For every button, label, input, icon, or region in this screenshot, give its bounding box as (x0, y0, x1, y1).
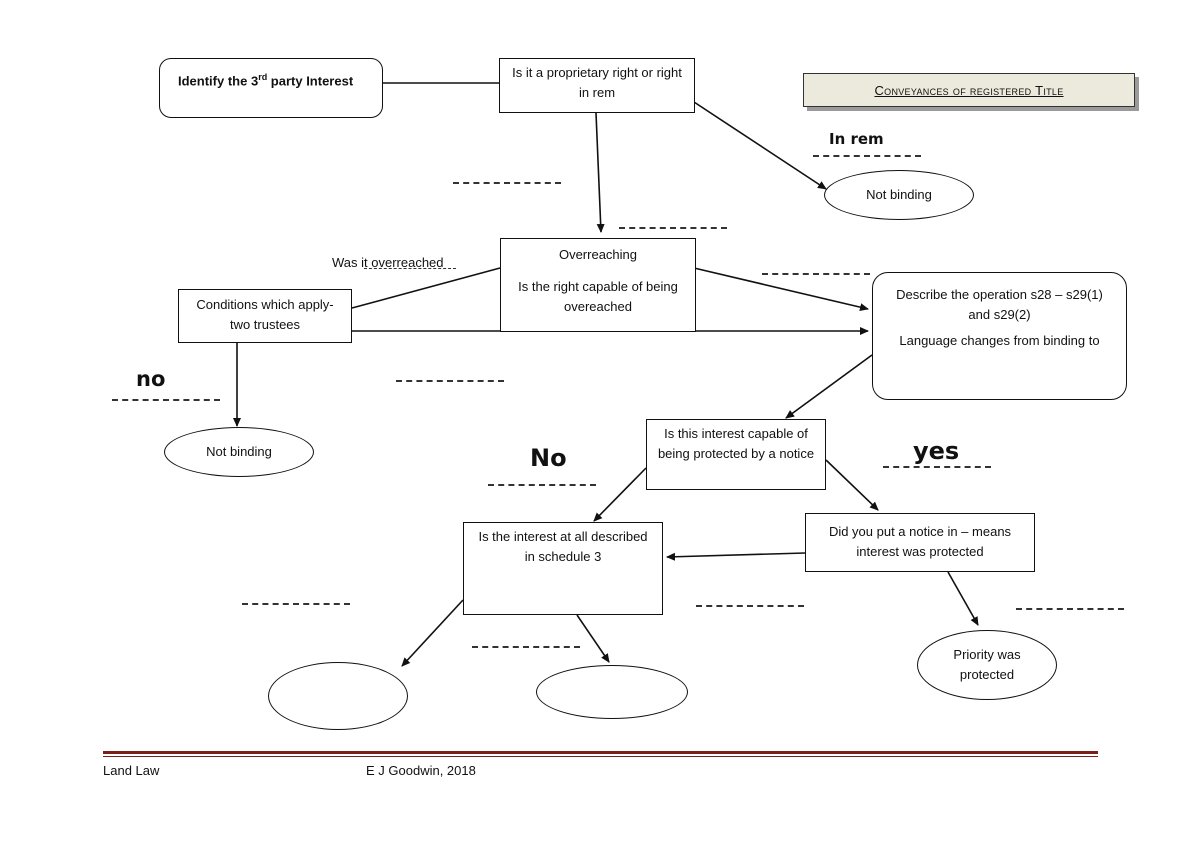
identify-text-pre: Identify the 3 (178, 73, 259, 89)
label-no-left: no (136, 367, 166, 391)
blank-line (453, 182, 561, 184)
arrow-proprietary-to-overreaching (595, 112, 605, 233)
blank-line (364, 268, 456, 269)
arrow-proprietary-to-not-binding (693, 101, 827, 190)
blank-line (813, 155, 921, 157)
arrow-schedule3-to-blank-left (401, 599, 464, 667)
box-notice-capable: Is this interest capable of being protec… (646, 419, 826, 490)
box-describe-operation: Describe the operation s28 – s29(1) and … (872, 272, 1127, 400)
arrow-schedule3-to-blank-right (576, 614, 610, 663)
footer-left: Land Law (103, 763, 160, 778)
schedule3-text: Is the interest at all described in sche… (478, 529, 648, 564)
blank-line (488, 484, 596, 486)
blank-line (472, 646, 580, 648)
blank-line (619, 227, 727, 229)
proprietary-text: Is it a proprietary right or right in re… (512, 65, 682, 100)
page-title-box: Conveyances of registered Title (803, 73, 1135, 107)
not-binding-left-text: Not binding (206, 444, 272, 459)
box-identify-interest: Identify the 3rd party Interest (159, 58, 383, 118)
footer-right: E J Goodwin, 2018 (366, 763, 476, 778)
box-conditions-two-trustees: Conditions which apply- two trustees (178, 289, 352, 343)
box-schedule-3: Is the interest at all described in sche… (463, 522, 663, 615)
box-proprietary-right: Is it a proprietary right or right in re… (499, 58, 695, 113)
oval-priority-protected: Priority was protected (917, 630, 1057, 700)
priority-text: Priority was protected (953, 647, 1021, 682)
arrow-describe-to-notice-capable (785, 354, 873, 419)
blank-line (696, 605, 804, 607)
arrow-notice-capable-to-schedule3 (593, 467, 647, 522)
identify-text-sup: rd (258, 72, 268, 82)
overreaching-title: Overreaching (558, 247, 638, 262)
describe-text-2: Language changes from binding to (899, 333, 1100, 348)
blank-line (762, 273, 870, 275)
box-notice-put-in: Did you put a notice in – means interest… (805, 513, 1035, 572)
label-in-rem: In rem (829, 130, 884, 148)
label-no-center: No (530, 444, 567, 472)
footer-rule-thin (103, 756, 1098, 757)
box-overreaching: Overreaching Is the right capable of bei… (500, 238, 696, 332)
page-title: Conveyances of registered Title (874, 82, 1064, 98)
footer-rule (103, 751, 1098, 754)
arrow-notice-capable-to-notice-put (825, 459, 879, 511)
blank-line (242, 603, 350, 605)
identify-text-post: party Interest (267, 73, 354, 89)
blank-line (396, 380, 504, 382)
arrow-notice-put-to-schedule3 (666, 552, 806, 561)
describe-text-1: Describe the operation s28 – s29(1) and … (896, 287, 1103, 322)
arrow-overreaching-to-describe (693, 267, 869, 312)
connector-overreaching-to-conditions (351, 267, 501, 309)
arrow-notice-put-to-priority (947, 571, 979, 626)
oval-not-binding-left: Not binding (164, 427, 314, 477)
blank-line (1016, 608, 1124, 610)
blank-line (112, 399, 220, 401)
label-yes: yes (913, 437, 960, 465)
oval-blank-right (536, 665, 688, 719)
overreaching-body: Is the right capable of being overeached (518, 279, 678, 314)
not-binding-top-text: Not binding (866, 187, 932, 202)
blank-line (883, 466, 991, 468)
notice-put-text: Did you put a notice in – means interest… (828, 524, 1012, 559)
label-was-overreached: Was it overreached (332, 255, 444, 270)
oval-not-binding-top: Not binding (824, 170, 974, 220)
notice-capable-text: Is this interest capable of being protec… (657, 426, 815, 461)
oval-blank-left (268, 662, 408, 730)
conditions-text: Conditions which apply- two trustees (196, 297, 334, 332)
